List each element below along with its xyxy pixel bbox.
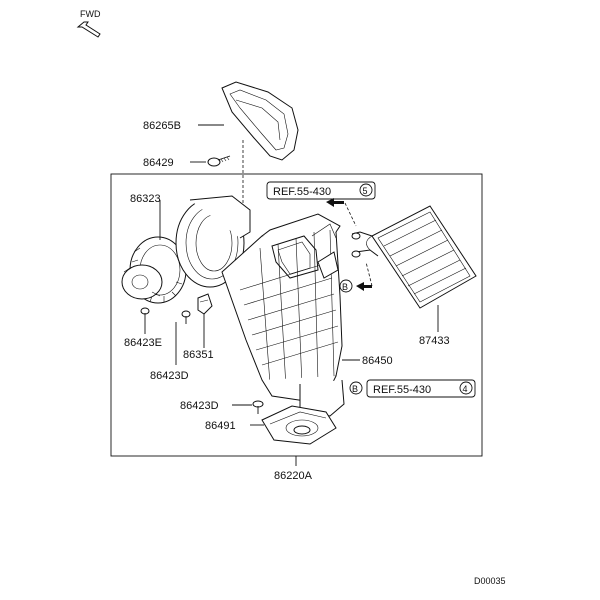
screw-86429-drawing — [207, 155, 231, 167]
fwd-label: FWD — [80, 9, 101, 19]
flow-arrow-b-icon — [356, 282, 372, 291]
evaporator-87433-drawing — [351, 205, 477, 309]
screw-86423E-drawing — [140, 307, 150, 324]
part-label-87433: 87433 — [419, 335, 450, 347]
part-label-86450: 86450 — [362, 355, 393, 367]
part-label-86423D-upper: 86423D — [150, 370, 189, 382]
duct-86265B-drawing — [221, 81, 299, 161]
part-label-86491: 86491 — [205, 420, 236, 432]
part-label-86429: 86429 — [143, 157, 174, 169]
part-label-86323: 86323 — [130, 193, 161, 205]
ref-top-num: 5 — [363, 186, 368, 196]
callout-b-mid-label: B — [342, 282, 348, 292]
cover-86491-drawing — [261, 405, 337, 445]
ref-callout-top: REF.55-430 5 — [266, 181, 376, 200]
callout-b-bottom-label: B — [352, 384, 358, 394]
housing-86450-drawing — [175, 195, 345, 417]
part-label-86351: 86351 — [183, 349, 214, 361]
ref-top-text: REF.55-430 — [273, 186, 331, 198]
assembly-frame — [110, 173, 483, 457]
ref-bottom-text: REF.55-430 — [373, 384, 431, 396]
part-label-86423D-lower: 86423D — [180, 400, 219, 412]
flow-arrow-icon — [326, 198, 344, 207]
part-label-86220A: 86220A — [274, 470, 313, 482]
fwd-arrow-icon — [76, 21, 101, 38]
ref-bottom-num: 4 — [463, 384, 468, 394]
part-label-86423E: 86423E — [124, 337, 162, 349]
fwd-indicator: FWD — [76, 9, 101, 38]
screw-86423D-upper-drawing — [181, 310, 191, 324]
screw-86423D-lower-drawing — [252, 400, 264, 414]
ref-callout-bottom: B REF.55-430 4 — [349, 379, 476, 398]
drawing-code: D00035 — [474, 576, 506, 586]
part-label-86265B: 86265B — [143, 120, 181, 132]
bracket-86351-drawing — [197, 293, 213, 315]
callout-b-mid: B — [339, 261, 373, 293]
